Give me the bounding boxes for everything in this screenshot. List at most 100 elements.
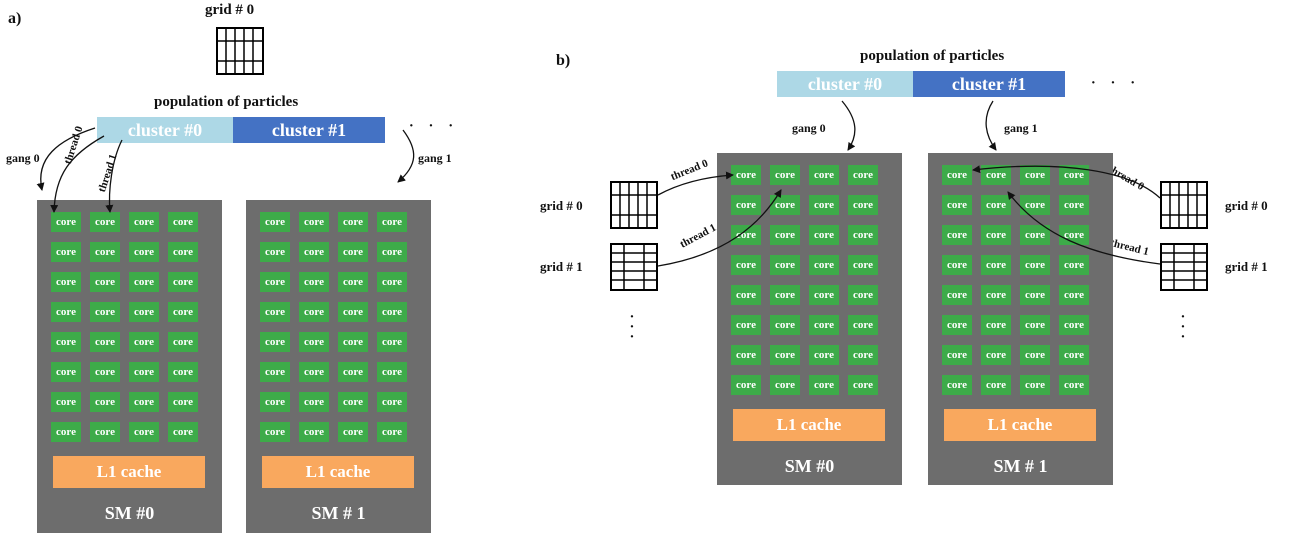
core: core — [90, 392, 120, 412]
core: core — [338, 272, 368, 292]
core: core — [981, 165, 1011, 185]
core: core — [981, 285, 1011, 305]
core: core — [848, 165, 878, 185]
panel-b-thread1-left-arrow — [657, 189, 782, 267]
core: core — [299, 242, 329, 262]
core: core — [770, 315, 800, 335]
core: core — [338, 302, 368, 322]
core: core — [299, 332, 329, 352]
core: core — [377, 332, 407, 352]
panel-a-sm1-cache: L1 cache — [262, 456, 414, 488]
core: core — [848, 285, 878, 305]
core: core — [942, 165, 972, 185]
panel-b-gang1-label: gang 1 — [1004, 121, 1038, 135]
core: core — [1020, 345, 1050, 365]
core: core — [731, 375, 761, 395]
core: core — [168, 422, 198, 442]
core: core — [942, 195, 972, 215]
panel-b-thread0-right-arrow — [972, 165, 1161, 199]
panel-b-gang0-label: gang 0 — [792, 121, 826, 135]
core: core — [770, 255, 800, 275]
panel-b-left-grid0-label: grid # 0 — [540, 198, 583, 213]
core: core — [981, 345, 1011, 365]
core: core — [51, 272, 81, 292]
core: core — [299, 212, 329, 232]
core: core — [770, 345, 800, 365]
panel-b-gang0-arrow — [841, 100, 856, 151]
core: core — [51, 422, 81, 442]
core: core — [377, 302, 407, 322]
core: core — [51, 212, 81, 232]
core: core — [1020, 375, 1050, 395]
core: core — [129, 362, 159, 382]
core: core — [981, 375, 1011, 395]
core: core — [848, 195, 878, 215]
core: core — [129, 392, 159, 412]
core: core — [129, 332, 159, 352]
panel-b-cluster-1: cluster #1 — [913, 71, 1065, 97]
core: core — [1020, 195, 1050, 215]
core: core — [809, 315, 839, 335]
core: core — [338, 362, 368, 382]
panel-a-cluster-0: cluster #0 — [97, 117, 233, 143]
core: core — [809, 345, 839, 365]
core: core — [338, 392, 368, 412]
core: core — [338, 422, 368, 442]
core: core — [1059, 375, 1089, 395]
core: core — [338, 332, 368, 352]
core: core — [299, 422, 329, 442]
panel-b-right-grid1-label: grid # 1 — [1225, 259, 1268, 274]
core: core — [1059, 255, 1089, 275]
panel-a-ellipsis: · · · — [408, 115, 458, 137]
core: core — [90, 302, 120, 322]
core: core — [299, 302, 329, 322]
core: core — [809, 165, 839, 185]
panel-a-cluster-1: cluster #1 — [233, 117, 385, 143]
core: core — [770, 225, 800, 245]
core: core — [1020, 255, 1050, 275]
core: core — [942, 375, 972, 395]
core: core — [338, 212, 368, 232]
core: core — [848, 345, 878, 365]
core: core — [1059, 345, 1089, 365]
panel-a-sm0-name: SM #0 — [104, 503, 155, 523]
core: core — [377, 272, 407, 292]
core: core — [770, 375, 800, 395]
core: core — [809, 285, 839, 305]
core: core — [168, 212, 198, 232]
panel-a-sm0-cache: L1 cache — [53, 456, 205, 488]
core: core — [848, 375, 878, 395]
core: core — [51, 362, 81, 382]
panel-b-right-vertical-ellipsis: ··· — [1179, 306, 1187, 348]
core: core — [260, 422, 290, 442]
panel-b-ellipsis: · · · — [1090, 72, 1140, 94]
panel-b-thread1-right-arrow — [1007, 191, 1161, 265]
core: core — [809, 195, 839, 215]
core: core — [168, 332, 198, 352]
core: core — [942, 285, 972, 305]
grid-vertical-icon — [216, 27, 264, 75]
core: core — [299, 272, 329, 292]
core: core — [168, 362, 198, 382]
core: core — [90, 212, 120, 232]
panel-a-gang0-label: gang 0 — [6, 151, 40, 165]
panel-a-gang1-label: gang 1 — [418, 151, 452, 165]
core: core — [299, 362, 329, 382]
panel-b-gang1-arrow — [985, 100, 997, 151]
grid-horizontal-icon — [1160, 243, 1208, 291]
panel-a-gang1-arrow — [397, 129, 415, 183]
core: core — [260, 302, 290, 322]
core: core — [51, 392, 81, 412]
core: core — [942, 315, 972, 335]
core: core — [770, 165, 800, 185]
panel-b-left-grid1-label: grid # 1 — [540, 259, 583, 274]
panel-a-gang0-arrow — [36, 127, 96, 191]
core: core — [1059, 315, 1089, 335]
core: core — [90, 422, 120, 442]
panel-a-population-title: population of particles — [154, 94, 299, 110]
core: core — [981, 225, 1011, 245]
core: core — [129, 272, 159, 292]
